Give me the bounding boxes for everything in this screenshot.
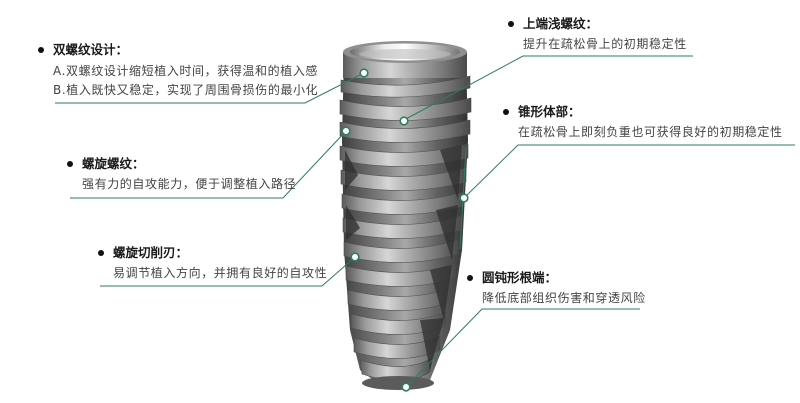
feature-title: 圆钝形根端： bbox=[482, 270, 558, 285]
feature-desc-a: A.双螺纹设计缩短植入时间，获得温和的植入感 bbox=[53, 64, 319, 78]
implant-body bbox=[339, 41, 472, 390]
anchor-dot-cutting-edge bbox=[350, 252, 360, 262]
feature-title: 螺旋切削刃： bbox=[113, 245, 189, 260]
feature-upper-shallow-thread: 上端浅螺纹： 提升在疏松骨上的初期稳定性 bbox=[508, 16, 687, 54]
feature-title: 上端浅螺纹： bbox=[523, 16, 599, 31]
feature-desc: 强有力的自攻能力，便于调整植入路径 bbox=[82, 177, 297, 191]
feature-desc: 降低底部组织伤害和穿透风险 bbox=[482, 291, 646, 305]
bullet-icon bbox=[467, 275, 473, 281]
feature-title: 锥形体部： bbox=[518, 104, 581, 119]
feature-desc: 提升在疏松骨上的初期稳定性 bbox=[523, 37, 687, 51]
bullet-icon bbox=[38, 47, 44, 53]
bullet-icon bbox=[508, 21, 514, 27]
feature-rounded-apex: 圆钝形根端： 降低底部组织伤害和穿透风险 bbox=[467, 270, 646, 308]
anchor-dot-upper-thread bbox=[399, 116, 409, 126]
feature-title: 螺旋螺纹： bbox=[82, 156, 145, 171]
feature-desc: 易调节植入方向，并拥有良好的自攻性 bbox=[113, 266, 328, 280]
anchor-dot-helical-thread bbox=[341, 126, 351, 136]
anchor-dot-tapered-body bbox=[459, 193, 469, 203]
feature-helical-cutting-edge: 螺旋切削刃： 易调节植入方向，并拥有良好的自攻性 bbox=[98, 245, 327, 283]
feature-double-thread: 双螺纹设计： A.双螺纹设计缩短植入时间，获得温和的植入感 B.植入既快又稳定，… bbox=[38, 42, 318, 100]
bullet-icon bbox=[503, 109, 509, 115]
bullet-icon bbox=[67, 161, 73, 167]
bullet-icon bbox=[98, 250, 104, 256]
feature-tapered-body: 锥形体部： 在疏松骨上即刻负重也可获得良好的初期稳定性 bbox=[503, 104, 783, 142]
feature-desc: 在疏松骨上即刻负重也可获得良好的初期稳定性 bbox=[518, 125, 783, 139]
anchor-dot-apex bbox=[401, 382, 411, 392]
feature-title: 双螺纹设计： bbox=[53, 42, 129, 57]
feature-desc-b: B.植入既快又稳定，实现了周围骨损伤的最小化 bbox=[53, 83, 319, 97]
anchor-dot-double-thread bbox=[359, 68, 369, 78]
feature-helical-thread: 螺旋螺纹： 强有力的自攻能力，便于调整植入路径 bbox=[67, 156, 296, 194]
connector-lines bbox=[55, 55, 795, 388]
